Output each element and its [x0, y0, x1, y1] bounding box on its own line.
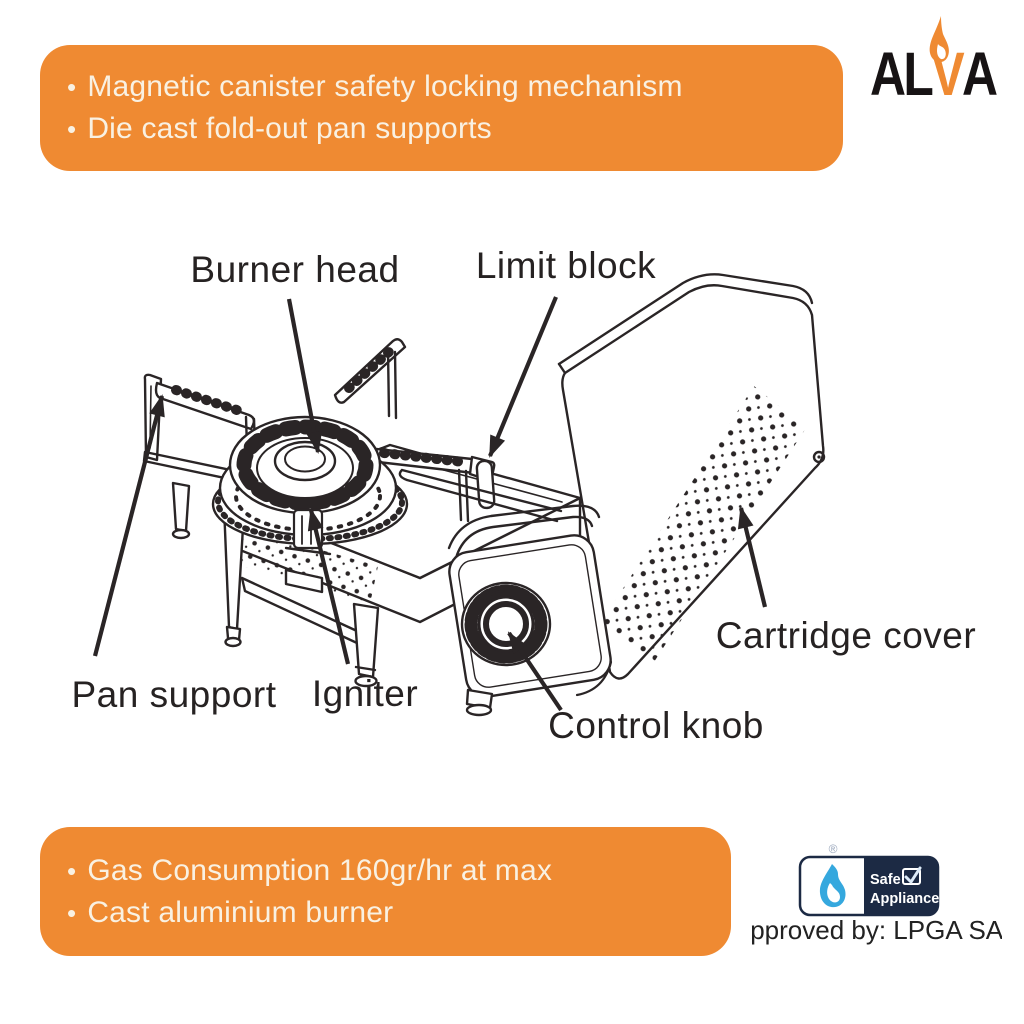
feature-text: Gas Consumption 160gr/hr at max — [87, 853, 553, 887]
logo-letters-al: AL — [870, 39, 933, 108]
feature-bullet-line: • Cast aluminium burner — [67, 892, 731, 934]
feature-bullet-line: • Die cast fold-out pan supports — [67, 108, 843, 150]
bullet-glyph: • — [67, 897, 77, 928]
leader-igniter — [307, 508, 351, 665]
gas-flame-icon — [819, 864, 846, 908]
badge-text-safe: Safe — [870, 872, 901, 888]
bullet-glyph: • — [67, 114, 77, 144]
feature-bullet-line: • Gas Consumption 160gr/hr at max — [67, 850, 731, 892]
control-panel — [448, 534, 613, 717]
leader-control-knob — [507, 631, 563, 712]
logo-letter-a: A — [962, 39, 997, 108]
label-cartridge-cover: Cartridge cover — [716, 615, 976, 656]
alva-logo: ALVA — [870, 16, 999, 108]
cartridge-cover-drawing — [557, 273, 826, 680]
feature-text: Die cast fold-out pan supports — [87, 112, 492, 145]
top-feature-banner: • Magnetic canister safety locking mecha… — [40, 45, 843, 171]
cartridge-vent-holes — [600, 386, 806, 662]
registered-trademark-symbol: ® — [829, 842, 838, 856]
label-limit-block: Limit block — [476, 245, 656, 286]
leader-limit-block — [488, 296, 558, 458]
diagram-labels: Burner head Limit block Pan support Igni… — [71, 245, 976, 746]
label-burner-head: Burner head — [190, 249, 399, 290]
badge-text-appliance: Appliance — [870, 891, 939, 907]
leader-cartridge-cover — [737, 506, 768, 608]
safe-appliance-badge: ® Safe Appliance Approved by: LPGA SA — [750, 842, 1002, 945]
feature-text: Cast aluminium burner — [87, 895, 394, 929]
label-control-knob: Control knob — [548, 705, 764, 746]
leader-burner-head — [286, 298, 323, 454]
limit-block-drawing — [475, 459, 496, 510]
burner-gear-teeth — [236, 419, 374, 511]
feature-bullet-line: • Magnetic canister safety locking mecha… — [67, 66, 843, 108]
stove-line-art — [142, 273, 826, 717]
body-rim — [398, 468, 601, 560]
flame-icon — [929, 16, 949, 63]
body-vent-holes — [228, 526, 378, 604]
label-pan-support: Pan support — [71, 674, 276, 715]
leader-pan-support — [92, 394, 165, 657]
control-knob-drawing — [460, 581, 552, 667]
approved-by-text: Approved by: LPGA SA — [750, 915, 1002, 945]
leader-arrows — [92, 296, 768, 712]
bullet-glyph: • — [67, 855, 77, 886]
bullet-glyph: • — [67, 72, 77, 102]
burner-head-drawing — [211, 415, 409, 546]
bottom-feature-banner: • Gas Consumption 160gr/hr at max • Cast… — [40, 827, 731, 956]
label-igniter: Igniter — [312, 673, 418, 714]
checkmark-icon — [902, 866, 922, 885]
feature-text: Magnetic canister safety locking mechani… — [87, 70, 683, 103]
